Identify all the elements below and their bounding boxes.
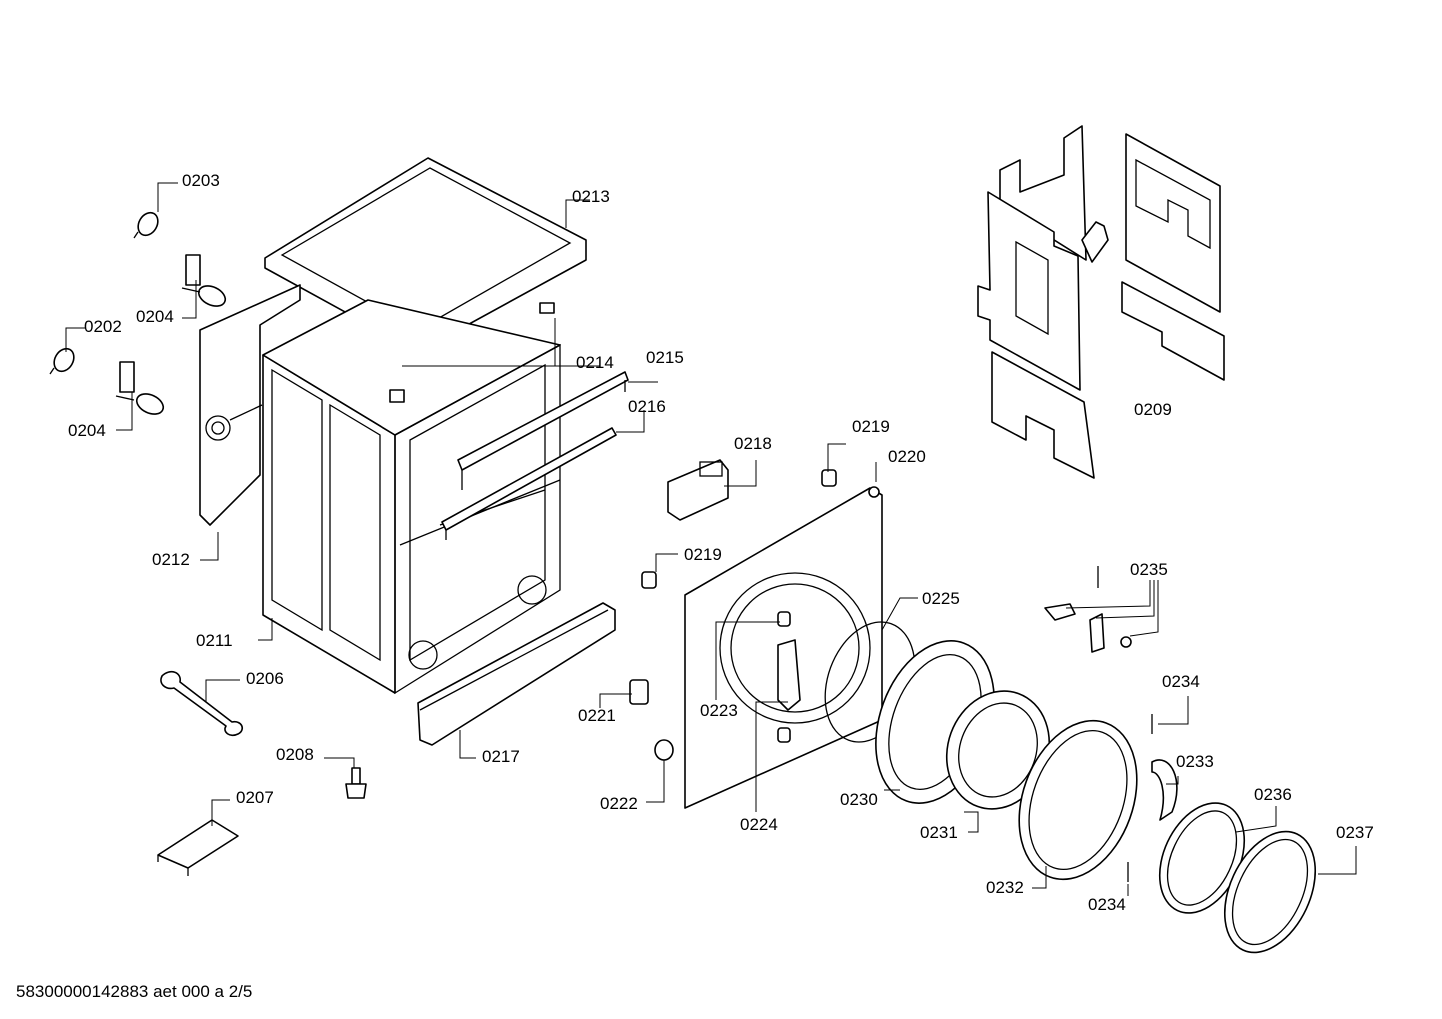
label-0204-upper: 0204 [136, 307, 174, 326]
label-0233: 0233 [1176, 752, 1214, 771]
label-0202: 0202 [84, 317, 122, 336]
part-0207-bracket [157, 819, 239, 876]
label-0224: 0224 [740, 815, 778, 834]
part-0224-hinge-arm [777, 639, 801, 711]
label-0222: 0222 [600, 794, 638, 813]
label-0209: 0209 [1134, 400, 1172, 419]
part-0206-wrench [160, 670, 244, 737]
part-0204-valve-lower [115, 361, 165, 415]
label-0211: 0211 [196, 631, 233, 650]
part-0202-foot [49, 347, 75, 375]
label-0214: 0214 [576, 353, 614, 372]
part-0219-clip-lower [641, 571, 657, 589]
part-0208-screw [345, 767, 367, 799]
document-id: 58300000142883 aet 000 a 2/5 [16, 982, 252, 1001]
label-0223: 0223 [700, 701, 738, 720]
part-0209-packaging [977, 125, 1225, 479]
leader-lines [65, 182, 1357, 896]
label-0221: 0221 [578, 706, 616, 725]
label-0237: 0237 [1336, 823, 1374, 842]
part-0215-rail [457, 371, 629, 490]
label-0225: 0225 [922, 589, 960, 608]
label-0213: 0213 [572, 187, 610, 206]
part-0218-door-lock [667, 459, 729, 521]
label-0208: 0208 [276, 745, 314, 764]
label-0215: 0215 [646, 348, 684, 367]
label-0234-lower: 0234 [1088, 895, 1126, 914]
part-0223-hinge [777, 611, 791, 743]
label-0217: 0217 [482, 747, 520, 766]
part-labels: 0203 0213 0204 0202 0214 0215 0204 0216 … [68, 171, 1374, 914]
part-0237-trim-ring [1223, 830, 1317, 954]
part-0221-clip [629, 679, 649, 705]
label-0232: 0232 [986, 878, 1024, 897]
label-0220: 0220 [888, 447, 926, 466]
label-0219-lower: 0219 [684, 545, 722, 564]
part-0214-clip [389, 302, 555, 403]
part-0203-foot [133, 211, 159, 239]
part-0232-door-ring [1018, 719, 1138, 881]
label-0207: 0207 [236, 788, 274, 807]
label-0218: 0218 [734, 434, 772, 453]
label-0216: 0216 [628, 397, 666, 416]
label-0234-upper: 0234 [1162, 672, 1200, 691]
part-0211-cabinet [262, 299, 561, 695]
label-0235: 0235 [1130, 560, 1168, 579]
label-0212: 0212 [152, 550, 190, 569]
label-0231: 0231 [920, 823, 958, 842]
part-0217-plinth [417, 602, 616, 746]
part-0212-rear-panel [199, 284, 301, 526]
part-0219-clip-upper [821, 469, 837, 487]
label-0203: 0203 [182, 171, 220, 190]
label-0236: 0236 [1254, 785, 1292, 804]
part-0235-latch-set [1044, 566, 1132, 653]
part-0204-valve-upper [181, 254, 227, 307]
part-0222-grommet [654, 739, 674, 761]
part-0216-rail [441, 427, 617, 540]
label-0230: 0230 [840, 790, 878, 809]
label-0206: 0206 [246, 669, 284, 688]
label-0219-upper: 0219 [852, 417, 890, 436]
part-0233-handle [1151, 759, 1178, 821]
label-0204-lower: 0204 [68, 421, 106, 440]
